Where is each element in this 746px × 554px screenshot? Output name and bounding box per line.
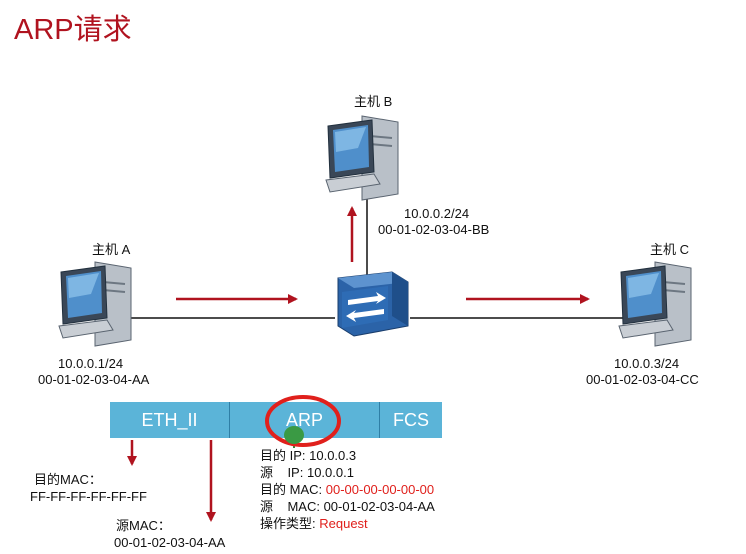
- arp-field-row: 操作类型: Request: [260, 516, 368, 532]
- page-title: ARP请求: [14, 14, 132, 46]
- computer-icon-host-c: [615, 258, 695, 353]
- arp-field-label: 操作类型:: [260, 516, 320, 531]
- arp-field-value: 00-01-02-03-04-AA: [323, 499, 435, 514]
- arp-field-row: 目的 MAC: 00-00-00-00-00-00: [260, 482, 434, 498]
- cursor-dot: [284, 426, 304, 444]
- arp-field-value: 10.0.0.1: [306, 465, 354, 480]
- arp-field-row: 源 MAC: 00-01-02-03-04-AA: [260, 499, 435, 515]
- eth-dst-label: 目的MAC：: [34, 472, 102, 487]
- arp-field-value: 00-00-00-00-00-00: [325, 482, 435, 497]
- host-a-name: 主机 A: [92, 242, 131, 257]
- arp-field-value: 10.0.0.3: [309, 448, 357, 463]
- host-a-mac: 00-01-02-03-04-AA: [38, 372, 150, 387]
- frame-segment-eth: ETH_II: [110, 402, 230, 438]
- host-b-ip: 10.0.0.2/24: [404, 206, 470, 221]
- host-b-mac: 00-01-02-03-04-BB: [378, 222, 490, 237]
- host-c-ip: 10.0.0.3/24: [614, 356, 680, 371]
- frame-segment-fcs: FCS: [380, 402, 442, 438]
- arp-field-row: 源 IP: 10.0.0.1: [260, 465, 354, 481]
- arp-field-value: Request: [319, 516, 368, 531]
- computer-icon-host-a: [55, 258, 135, 353]
- switch-icon: [330, 270, 412, 347]
- frame-segment-arp: ARP: [230, 402, 380, 438]
- eth-dst-value: FF-FF-FF-FF-FF-FF: [30, 489, 147, 504]
- frame-structure: ETH_II ARP FCS: [110, 402, 442, 438]
- computer-icon-host-b: [322, 112, 402, 207]
- arp-field-row: 目的 IP: 10.0.0.3: [260, 448, 356, 464]
- host-b-name: 主机 B: [354, 94, 393, 109]
- host-c-mac: 00-01-02-03-04-CC: [586, 372, 699, 387]
- arp-field-label: 目的 IP:: [260, 448, 310, 463]
- arp-field-label: 目的 MAC:: [260, 482, 326, 497]
- host-a-ip: 10.0.0.1/24: [58, 356, 124, 371]
- host-c-name: 主机 C: [650, 242, 690, 257]
- arp-field-label: 源 IP:: [260, 465, 307, 480]
- arp-field-label: 源 MAC:: [260, 499, 324, 514]
- eth-src-label: 源MAC：: [116, 518, 171, 533]
- arp-highlight-circle: [265, 395, 341, 447]
- eth-src-value: 00-01-02-03-04-AA: [114, 535, 226, 550]
